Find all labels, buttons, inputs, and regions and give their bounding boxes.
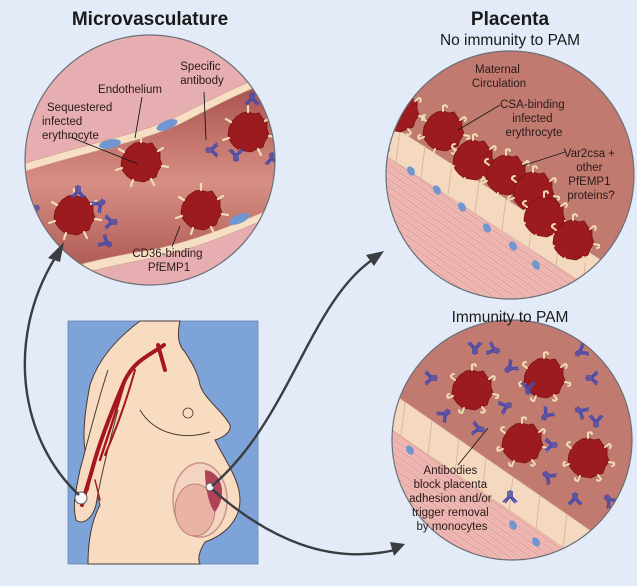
arrow-to-microvasculature	[23, 257, 80, 496]
placenta-immunity-panel: Antibodies block placenta adhesion and/o…	[391, 319, 633, 561]
label-antibodies-block: Antibodies block placenta adhesion and/o…	[409, 465, 495, 533]
arrowhead-icon	[48, 242, 64, 262]
label-maternal-circulation: Maternal Circulation	[472, 64, 526, 90]
arrow-to-placenta-no-immunity	[211, 256, 376, 487]
arrowhead-icon	[366, 251, 384, 266]
nipple	[182, 407, 194, 419]
placenta-immunity-circle-border	[391, 319, 633, 561]
arrowheads	[48, 242, 405, 556]
endothelial-nucleus	[99, 139, 121, 149]
pregnant-woman-illustration	[67, 320, 259, 565]
arm	[73, 369, 119, 523]
label-endothelium: Endothelium	[98, 84, 162, 96]
label-sequestered-erythrocyte: Sequestered infected erythrocyte	[42, 102, 115, 142]
label-csa-binding-erythrocyte: CSA-binding infected erythrocyte	[500, 99, 568, 139]
microvasculature-panel: Endothelium Specific antibody Sequestere…	[24, 34, 276, 286]
endothelial-nucleus	[228, 213, 250, 225]
endothelial-nucleus	[156, 119, 178, 131]
immunity-title: Immunity to PAM	[451, 309, 569, 326]
no-immunity-subtitle: No immunity to PAM	[439, 32, 581, 49]
placenta-title: Placenta	[470, 9, 550, 30]
artery-network	[80, 343, 167, 507]
connector-arrows	[23, 256, 396, 556]
arrowhead-icon	[390, 542, 405, 556]
label-var2csa: Var2csa + other PfEMP1 proteins?	[564, 148, 618, 202]
microvasculature-title: Microvasculature	[71, 9, 229, 30]
label-specific-antibody: Specific antibody	[180, 61, 224, 87]
label-cd36-pfemp1: CD36-binding PfEMP1	[132, 248, 206, 274]
placenta-no-immunity-circle-border	[385, 50, 635, 300]
microvasculature-circle-border	[24, 34, 276, 286]
placenta-no-immunity-panel: Maternal Circulation CSA-binding infecte…	[385, 50, 635, 300]
arrow-to-placenta-immunity	[212, 489, 396, 556]
